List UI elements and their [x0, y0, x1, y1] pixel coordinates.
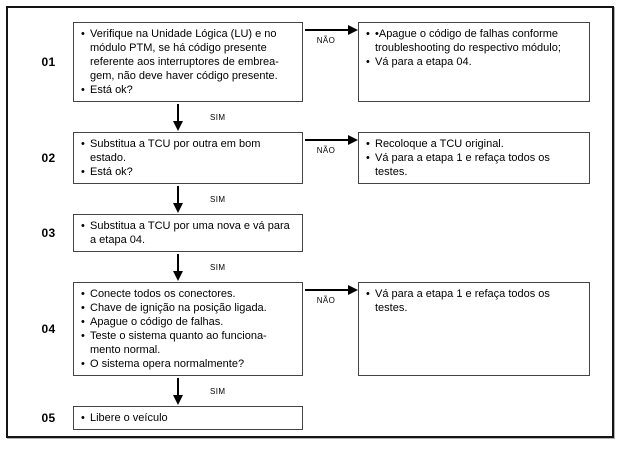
yes-label: SIM [210, 194, 226, 204]
step-item: Teste o sistema quanto ao funciona-mento… [80, 329, 296, 357]
step-item: Vá para a etapa 1 e refaça todos os test… [365, 287, 583, 315]
step-item: Apague o código de falhas. [80, 315, 296, 329]
step-box: Libere o veículo [73, 406, 303, 430]
step-item: Vá para a etapa 1 e refaça todos os test… [365, 151, 583, 179]
step-item: Verifique na Unidade Lógica (LU) e no mó… [80, 27, 296, 83]
step-item-text: Está ok? [90, 166, 133, 178]
flow-row: 04 Conecte todos os conectores. Chave de i… [8, 282, 612, 376]
step-item-text: Vá para a etapa 1 e refaça todos os test… [375, 152, 550, 178]
flow-row: 01 Verifique na Unidade Lógica (LU) e no … [8, 22, 612, 102]
down-arrow-icon [173, 104, 183, 131]
step-box: Substitua a TCU por uma nova e vá para a… [73, 214, 303, 252]
step-item-text: Recoloque a TCU original. [375, 138, 504, 150]
step-box: Verifique na Unidade Lógica (LU) e no mó… [73, 22, 303, 102]
step-number: 04 [41, 322, 56, 336]
step-item-text: Está ok? [90, 84, 133, 96]
step-item-text: Verifique na Unidade Lógica (LU) e no mó… [90, 28, 279, 82]
right-arrow-icon [305, 285, 358, 295]
right-arrow-icon [305, 25, 358, 35]
step-item-text: Conecte todos os conectores. [90, 288, 236, 300]
no-branch: NÃO [303, 132, 358, 155]
yes-label: SIM [210, 262, 226, 272]
step-item-text: Chave de ignição na posição ligada. [90, 302, 267, 314]
step-item-text: Apague o código de falhas. [90, 316, 224, 328]
no-label: NÃO [316, 36, 336, 45]
no-label: NÃO [316, 146, 336, 155]
step-item: Está ok? [80, 165, 296, 179]
step-item-text: •Apague o código de falhas conforme trou… [375, 28, 561, 54]
right-arrow-icon [305, 135, 358, 145]
result-box: •Apague o código de falhas conforme trou… [358, 22, 590, 102]
yes-connector: SIM [8, 102, 612, 132]
no-branch: NÃO [303, 22, 358, 45]
step-item: Chave de ignição na posição ligada. [80, 301, 296, 315]
yes-connector: SIM [8, 376, 612, 406]
step-item: Substitua a TCU por outra em bom estado. [80, 137, 296, 165]
result-box: Recoloque a TCU original. Vá para a etapa… [358, 132, 590, 184]
step-item-text: Teste o sistema quanto ao funciona-mento… [90, 330, 267, 356]
step-item: Está ok? [80, 83, 296, 97]
no-branch: NÃO [303, 282, 358, 305]
result-box: Vá para a etapa 1 e refaça todos os test… [358, 282, 590, 376]
step-box: Conecte todos os conectores. Chave de ign… [73, 282, 303, 376]
step-item: O sistema opera normalmente? [80, 357, 296, 371]
troubleshooting-flowchart: 01 Verifique na Unidade Lógica (LU) e no … [8, 8, 612, 430]
down-arrow-icon [173, 254, 183, 281]
outer-border: 01 Verifique na Unidade Lógica (LU) e no … [6, 6, 614, 438]
step-item: Libere o veículo [80, 411, 296, 425]
step-item: Recoloque a TCU original. [365, 137, 583, 151]
yes-label: SIM [210, 112, 226, 122]
step-item-text: Vá para a etapa 1 e refaça todos os test… [375, 288, 550, 314]
step-number: 03 [41, 226, 56, 240]
step-number: 01 [41, 55, 56, 69]
step-item: Vá para a etapa 04. [365, 55, 583, 69]
down-arrow-icon [173, 378, 183, 405]
step-number: 02 [41, 151, 56, 165]
step-item: Substitua a TCU por uma nova e vá para a… [80, 219, 296, 247]
no-label: NÃO [316, 296, 336, 305]
step-item-text: Substitua a TCU por uma nova e vá para a… [90, 220, 290, 246]
step-item-text: O sistema opera normalmente? [90, 358, 245, 370]
down-arrow-icon [173, 186, 183, 213]
yes-connector: SIM [8, 252, 612, 282]
step-item-text: Substitua a TCU por outra em bom estado. [90, 138, 261, 164]
step-item-text: Libere o veículo [90, 412, 168, 424]
step-item: •Apague o código de falhas conforme trou… [365, 27, 583, 55]
step-number: 05 [41, 411, 56, 425]
flow-row: 03 Substitua a TCU por uma nova e vá para… [8, 214, 612, 252]
yes-label: SIM [210, 386, 226, 396]
step-item: Conecte todos os conectores. [80, 287, 296, 301]
flow-row: 05 Libere o veículo [8, 406, 612, 430]
step-box: Substitua a TCU por outra em bom estado.… [73, 132, 303, 184]
flow-row: 02 Substitua a TCU por outra em bom estad… [8, 132, 612, 184]
yes-connector: SIM [8, 184, 612, 214]
step-item-text: Vá para a etapa 04. [375, 56, 472, 68]
